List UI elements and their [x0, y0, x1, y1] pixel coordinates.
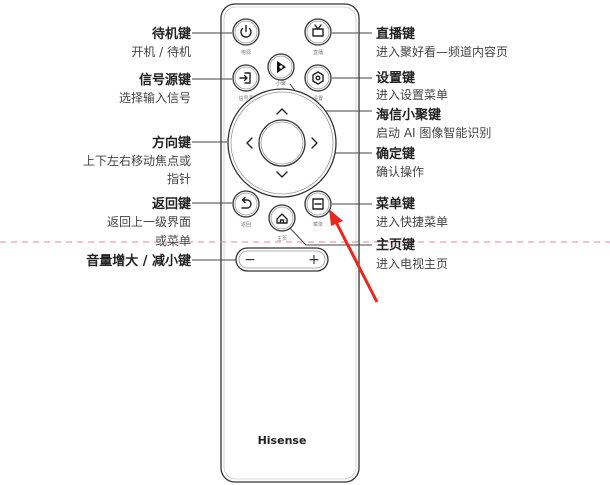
callout-text: 确定键 [376, 146, 415, 162]
callout-text: 设置键 [376, 70, 415, 86]
volume-up-icon[interactable]: + [308, 252, 320, 268]
power-icon [240, 24, 252, 38]
gear-icon [312, 71, 324, 85]
source-button[interactable]: 信号源 [232, 64, 260, 102]
arrow-down-icon[interactable] [276, 171, 288, 178]
callout-text: 电源 [241, 49, 251, 56]
callout-text: 指针 [167, 171, 191, 186]
home-button[interactable]: 主页 [268, 204, 296, 242]
callout-text: 设置 [313, 95, 323, 102]
tv-icon [312, 24, 324, 37]
callout-text: 方向键 [152, 135, 191, 151]
callout-text: 直播键 [376, 26, 415, 42]
xiaoju-button[interactable] [267, 53, 295, 81]
arrow-up-icon[interactable] [276, 108, 288, 115]
arrow-right-icon[interactable] [311, 137, 318, 149]
callout-text: 菜单键 [375, 196, 415, 212]
volume-rocker[interactable]: − + [235, 247, 329, 272]
menu-icon [312, 198, 324, 210]
red-arrow-pointer [329, 209, 379, 303]
power-button[interactable]: 电源 [232, 18, 260, 56]
callout-text: 主页 [277, 235, 287, 242]
callout-text: 返回键 [152, 196, 191, 212]
callout-text: 音量增大 / 减小键 [86, 253, 191, 269]
callout-text: 选择输入信号 [119, 90, 191, 105]
callout-text: 返回上一级界面 [107, 215, 191, 229]
callout-text: 或菜单 [155, 234, 191, 248]
back-arrow-icon [241, 196, 252, 209]
callout-text: 信号源 [238, 95, 253, 102]
callout-text: 进入快捷菜单 [376, 215, 448, 229]
callout-text: 开机 / 待机 [131, 45, 191, 59]
callout-text: 待机键 [151, 26, 191, 42]
left-labels: 待机键 开机 / 待机 信号源键 选择输入信号 方向键 上下左右移动焦点或 指针… [83, 26, 191, 269]
arrow-left-icon[interactable] [246, 137, 253, 149]
callout-text: 返回 [241, 221, 251, 228]
callout-text: 进入电视主页 [376, 256, 448, 271]
callout-text: 上下左右移动焦点或 [83, 153, 191, 168]
callout-text: 进入设置菜单 [376, 88, 448, 102]
input-source-icon [239, 72, 251, 84]
callout-text: 信号源键 [139, 72, 191, 88]
home-icon [276, 213, 288, 224]
brand-logo: Hisense [258, 434, 307, 447]
ok-button[interactable] [258, 119, 306, 167]
callout-text: 直播 [313, 49, 323, 56]
callout-text: 主页键 [376, 237, 415, 253]
callout-text: 菜单 [313, 221, 323, 228]
volume-down-icon[interactable]: − [244, 252, 256, 268]
back-button[interactable]: 返回 [232, 190, 260, 228]
callout-text: 进入聚好看—频道内容页 [376, 44, 508, 59]
menu-button[interactable]: 菜单 [304, 190, 332, 228]
callout-text: 确认操作 [376, 164, 424, 179]
settings-button[interactable]: 设置 [304, 64, 332, 102]
callout-text: 海信小聚键 [376, 107, 441, 123]
callout-text: 启动 AI 图像智能识别 [376, 125, 491, 140]
xiaoju-button-label: 小聚 [276, 80, 286, 87]
right-labels: 直播键 进入聚好看—频道内容页 设置键 进入设置菜单 海信小聚键 启动 AI 图… [375, 26, 508, 271]
live-button[interactable]: 直播 [304, 18, 332, 56]
